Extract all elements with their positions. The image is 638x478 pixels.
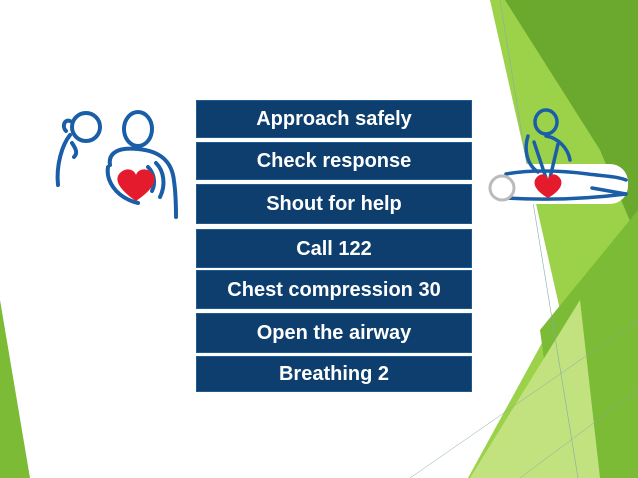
step-chest-compression: Chest compression 30 [196,270,472,309]
rescuer-head [70,111,102,143]
victim-head [488,174,516,202]
victim-legs [590,186,628,196]
step-call: Call 122 [196,229,472,268]
thin-line-2 [409,319,638,478]
green-band-dark [505,0,638,240]
thin-line-3 [519,389,638,478]
victim-head [122,110,154,148]
sound-wave-2 [154,161,166,199]
step-check-response: Check response [196,142,472,180]
victim-body [107,146,178,219]
step-approach-safely: Approach safely [196,100,472,138]
step-open-airway: Open the airway [196,313,472,353]
step-breathing: Breathing 2 [196,356,472,392]
green-sliver-left [0,300,30,478]
cpr-chest-compression-icon [488,108,628,204]
rescuer-arm [55,133,79,187]
rescuer-hand [61,118,72,133]
heart-icon [117,169,155,201]
rescuer-head [533,108,559,136]
green-band-light [470,300,600,478]
victim-body [504,169,628,201]
heart-icon [534,174,562,198]
step-shout-for-help: Shout for help [196,184,472,224]
rescuer-checking-response-icon [55,110,178,219]
victim-arm [105,165,140,205]
thin-line-1 [499,0,579,478]
